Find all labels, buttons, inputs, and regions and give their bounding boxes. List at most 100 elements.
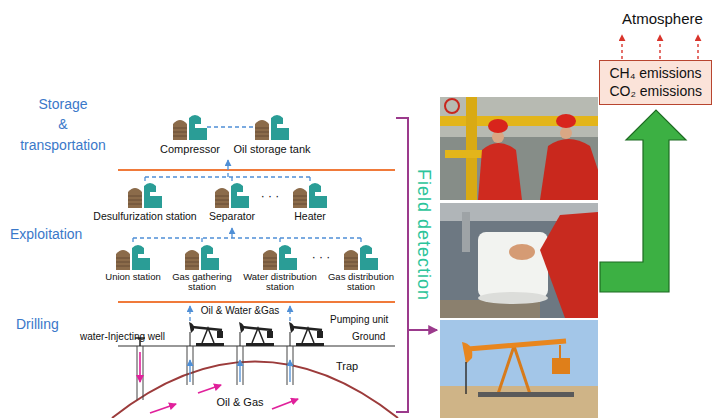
ellipsis-mark: · · · [312,250,331,264]
horse-head [189,322,194,333]
green-arrow [600,110,686,292]
tank-stripe [215,200,229,201]
helmet [488,119,508,133]
helmet [556,114,576,128]
stage-label: Exploitation [10,226,82,243]
facility-icon [263,245,297,270]
worker-face [560,127,572,139]
tank-shape [128,188,142,208]
tank-stripe [116,258,130,259]
tank-stripe [255,136,269,137]
counterweight [267,331,273,338]
tank-stripe [173,136,187,137]
well-wall [187,346,188,385]
well-wall [293,346,294,385]
part-label: Oil & Gas [216,396,263,409]
tank-stripe [128,196,142,197]
tower-shape [271,115,289,140]
tank-stripe [293,204,307,205]
jack-frame [498,346,514,394]
migration-arrows [150,385,298,413]
tank-stripe [255,132,269,133]
facility-icon [255,115,289,140]
jack-beam [292,327,322,330]
tank-shape [263,250,277,270]
tank-stripe [116,262,130,263]
atmosphere-label: Atmosphere [622,10,703,28]
hand [509,244,535,260]
tank-shape [185,250,199,270]
stage-divider [118,301,395,303]
sky [440,320,598,386]
facility-icon [344,245,378,270]
production-arrow [189,360,190,382]
field-detection-label: Field detection [412,169,434,301]
tower-shape [132,245,150,270]
stage-label: Drilling [16,316,59,333]
tank-stripe [344,266,358,267]
part-label: water-Injecting well [80,331,165,343]
tank-shape [255,120,269,140]
polished-rod [290,332,291,346]
facility-icons [116,115,378,270]
tank-shape [344,250,358,270]
ellipsis-mark: · · · [261,189,280,203]
polished-rod [240,332,241,346]
tower-shape [279,245,297,270]
jack-frame [514,346,530,394]
pumping-unit [237,322,274,385]
injection-well [135,338,145,400]
polished-rod [465,362,467,394]
jack-base [246,343,274,346]
tower-shape [201,245,219,270]
well-wall [237,346,238,385]
facility-icon [173,115,207,140]
facility-label: Heater [294,210,326,223]
tank-shape [173,120,187,140]
worker [478,143,522,200]
flow-arrow [189,306,190,321]
tank-stripe [344,258,358,259]
pumping-unit [287,322,324,385]
valve-wheel [445,99,459,113]
tank-stripe [293,196,307,197]
sand [440,386,598,418]
pitman-arm [559,345,561,360]
facility-label: Gas distribution station [327,272,395,293]
flow-arrow [227,160,228,177]
well-wall [243,346,244,385]
tank-stripe [116,266,130,267]
well-wall [287,346,288,385]
tank-stripe [293,200,307,201]
photo-wall [440,97,598,137]
photo-workers [440,97,598,200]
tank-stripe [128,204,142,205]
jack-base [478,392,574,397]
bracket [396,118,408,412]
emissions-box: CH₄ emissionsCO₂ emissions [599,60,712,105]
tank-stripe [215,204,229,205]
box-text: CO₂ emissions [609,83,702,101]
sample-bag [478,292,548,304]
migration-arrow [150,404,176,413]
stage-label: Storage & transportation [5,94,121,155]
jack-beam [468,341,566,349]
horse-head [239,322,244,333]
production-arrow [289,360,290,382]
photo-ground [440,97,598,200]
tank-stripe [344,262,358,263]
injection-arrow [139,352,141,382]
facility-label: Gas gathering station [171,272,233,293]
well-wall [143,346,144,400]
production-arrow [239,360,240,382]
tank-stripe [173,132,187,133]
tank-stripe [263,266,277,267]
migration-arrow [198,385,221,393]
facility-icon [128,183,162,208]
emission-arrow [621,35,622,59]
box-text: CH₄ emissions [609,65,702,83]
tower-shape [189,115,207,140]
tank-stripe [185,262,199,263]
facility-icon [293,183,327,208]
counterweight [217,331,223,338]
